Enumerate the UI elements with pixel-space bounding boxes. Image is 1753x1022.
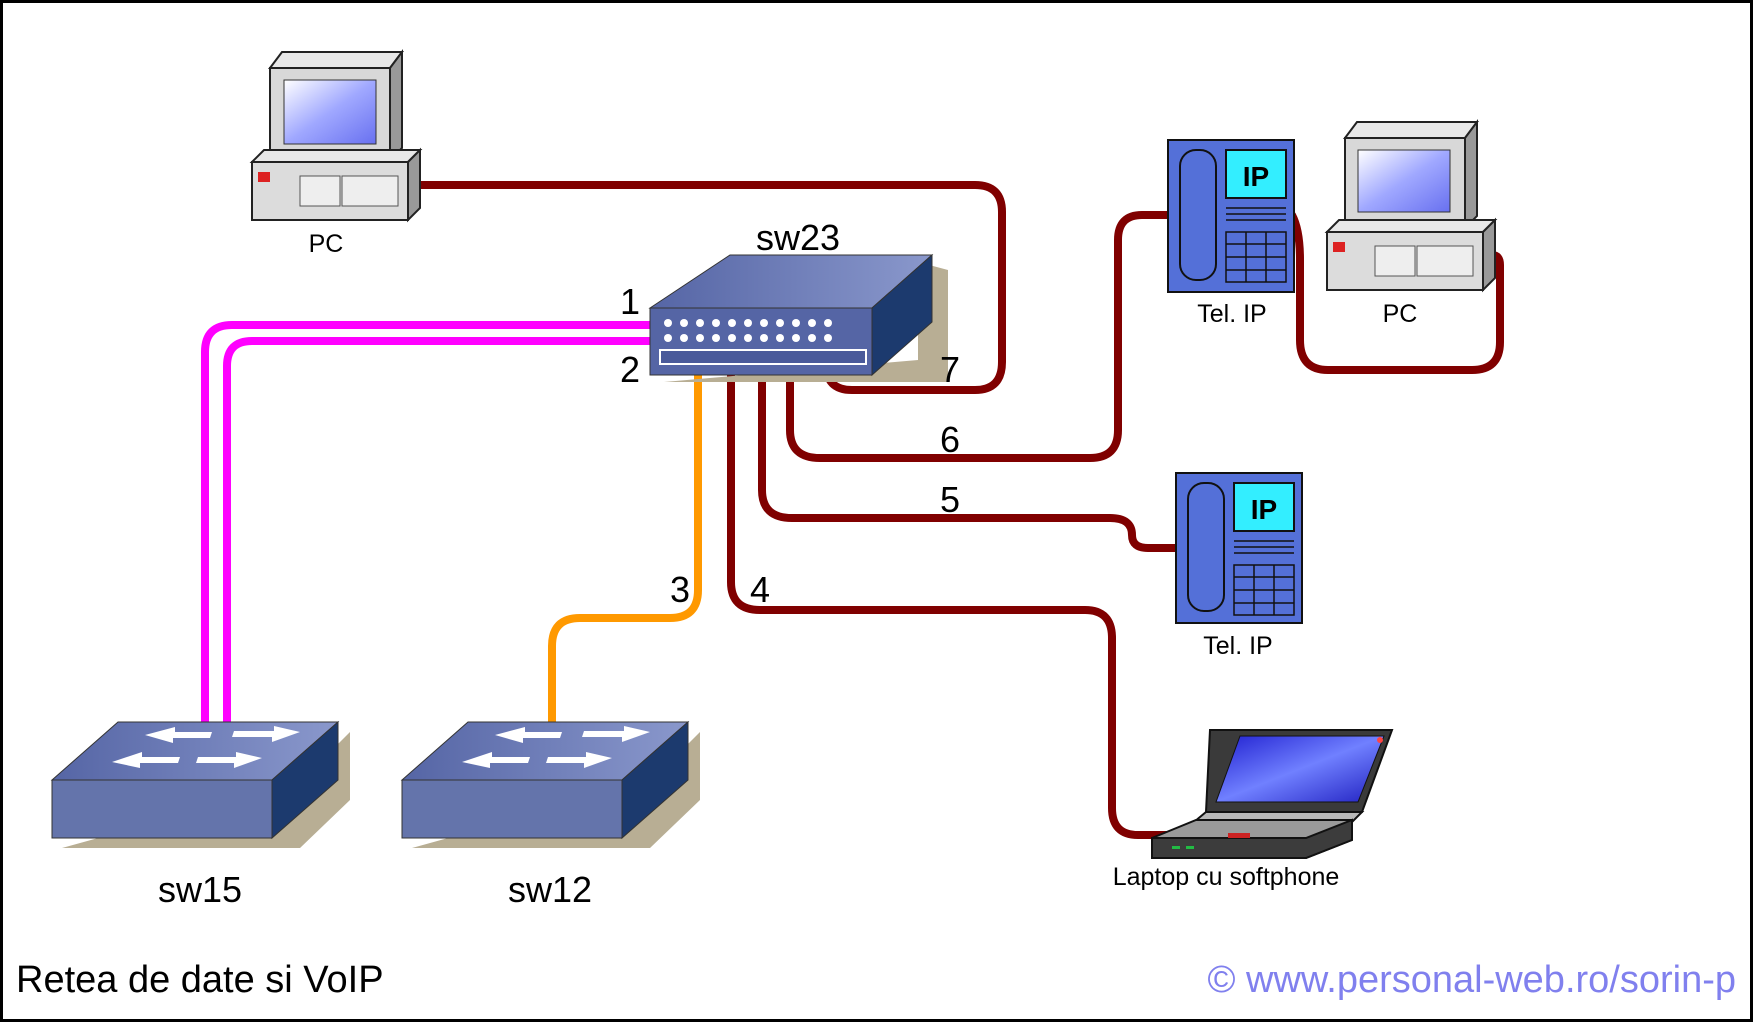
ip-phone-top[interactable]: IP (1167, 139, 1295, 293)
ip-phone-bottom[interactable]: IP (1175, 472, 1303, 624)
arrows-icon (462, 726, 650, 768)
cable-port1-sw15 (201, 321, 670, 728)
label-phone-top: Tel. IP (1197, 300, 1266, 328)
label-sw12: sw12 (508, 869, 592, 910)
switch-sw12[interactable] (400, 720, 700, 848)
watermark: © www.personal-web.ro/sorin-p (1207, 959, 1736, 1001)
port-label-5: 5 (940, 479, 960, 520)
handset-icon (1187, 482, 1225, 612)
pc-right[interactable] (1324, 119, 1498, 293)
port-label-2: 2 (620, 349, 640, 390)
port-label-3: 3 (670, 569, 690, 610)
label-sw15: sw15 (158, 869, 242, 910)
keypad-icon (1225, 207, 1287, 283)
label-laptop: Laptop cu softphone (1113, 863, 1340, 891)
cable-port2-sw15 (223, 337, 670, 728)
phone-screen-text: IP (1243, 161, 1269, 192)
cable-phone-pc (1288, 211, 1504, 374)
label-pc-right: PC (1383, 300, 1418, 328)
port-label-1: 1 (620, 281, 640, 322)
cable-port6-phone (786, 211, 1171, 462)
cable-port7-pc (416, 181, 1006, 394)
cables (201, 181, 1504, 839)
handset-icon (1179, 149, 1217, 281)
cable-port5-phone (758, 334, 1181, 552)
arrows-icon (112, 726, 300, 768)
laptop[interactable] (1151, 729, 1394, 859)
pc-top[interactable] (249, 49, 423, 223)
switch-sw23[interactable] (648, 253, 948, 382)
switch-sw15[interactable] (50, 720, 350, 848)
cable-port3-sw12 (548, 334, 702, 728)
port-label-7: 7 (940, 349, 960, 390)
switch-sw23-ports (664, 319, 832, 342)
port-label-4: 4 (750, 569, 770, 610)
diagram-title: Retea de date si VoIP (16, 959, 384, 1001)
keypad-icon (1233, 540, 1295, 616)
port-label-6: 6 (940, 419, 960, 460)
cable-port4-laptop (727, 334, 1172, 839)
label-sw23: sw23 (756, 217, 840, 258)
label-pc-top: PC (309, 230, 344, 258)
laptop-screen-icon (1215, 735, 1385, 803)
phone-screen-text: IP (1251, 494, 1277, 525)
label-phone-bottom: Tel. IP (1203, 632, 1272, 660)
